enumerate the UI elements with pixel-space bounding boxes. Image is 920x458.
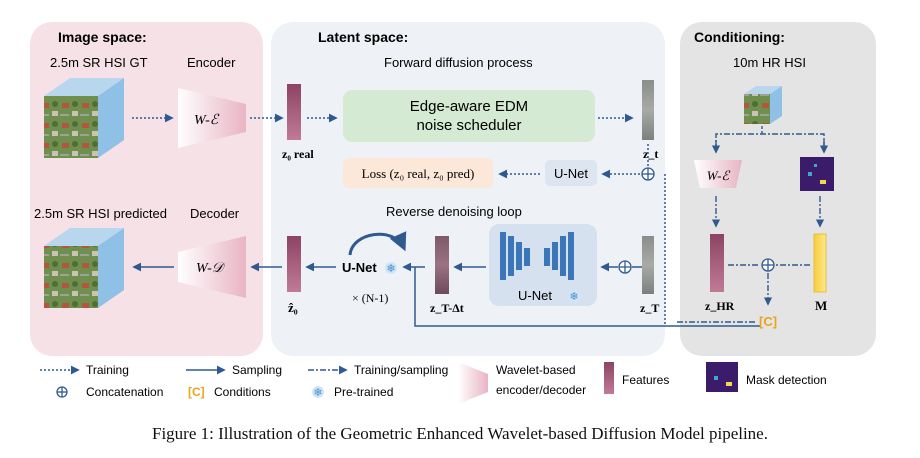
legend-training-sampling: Training/sampling xyxy=(354,363,448,377)
forward-label: Forward diffusion process xyxy=(384,55,533,70)
zhr-feature xyxy=(710,234,724,292)
loss-box xyxy=(343,158,493,188)
latent-space-title: Latent space: xyxy=(318,29,408,45)
legend-features-icon xyxy=(604,362,614,394)
times-label: × (N-1) xyxy=(352,291,388,305)
unet-big-icon xyxy=(500,232,574,280)
legend-wavelet-line2: encoder/decoder xyxy=(496,383,586,397)
legend-training: Training xyxy=(86,363,129,377)
legend-wavelet-line1: Wavelet-based xyxy=(496,363,576,377)
sr-gt-label: 2.5m SR HSI GT xyxy=(50,55,148,70)
loss-label: Loss (z₀ real, z₀ pred) xyxy=(362,166,475,181)
unet-small-box xyxy=(545,160,597,186)
hr-hsi-label: 10m HR HSI xyxy=(733,55,806,70)
w-encoder-label: W-ℰ xyxy=(194,113,220,128)
z0hat-label: ẑ₀ xyxy=(288,300,298,315)
legend-pretrained: Pre-trained xyxy=(334,385,393,399)
ztdt-label: z_T-Δt xyxy=(430,301,464,315)
unet-big-label: U-Net xyxy=(518,288,552,303)
unet-small-label: U-Net xyxy=(554,166,588,181)
hr-hsi-cube xyxy=(744,86,782,124)
legend-sampling: Sampling xyxy=(232,363,282,377)
legend-mask-icon xyxy=(706,362,738,392)
decoder-label: Decoder xyxy=(190,206,240,221)
cond-line-to-loop xyxy=(414,267,760,327)
conditioning-panel xyxy=(680,22,876,356)
edm-line2: noise scheduler xyxy=(416,117,521,134)
legend-conditions-symbol: [C] xyxy=(188,385,205,399)
wavelet-encoder-shape xyxy=(178,88,246,148)
legend-pretrained-icon: ❄ xyxy=(312,386,324,399)
concat-symbol-bottom xyxy=(618,260,632,274)
unet-loop-label: U-Net xyxy=(342,260,377,275)
reverse-label: Reverse denoising loop xyxy=(386,204,522,219)
pred-hsi-cube xyxy=(44,228,124,308)
gt-hsi-cube xyxy=(44,78,124,158)
edm-scheduler-box xyxy=(343,90,595,142)
svg-text:❄: ❄ xyxy=(569,290,578,303)
w-decoder-label: W-𝒟 xyxy=(196,261,226,276)
latent-space-panel xyxy=(271,22,665,356)
m-label: M xyxy=(815,298,827,313)
svg-text:❄: ❄ xyxy=(386,262,395,275)
concat-symbol-cond xyxy=(761,258,775,272)
sr-pred-label: 2.5m SR HSI predicted xyxy=(34,206,167,221)
legend-conditions: Conditions xyxy=(214,385,271,399)
svg-text:❄: ❄ xyxy=(313,386,322,399)
edm-line1: Edge-aware EDM xyxy=(410,98,528,115)
zhr-label: z_HR xyxy=(705,299,735,313)
cond-c-label: [C] xyxy=(759,314,777,329)
encoder-label: Encoder xyxy=(187,55,236,70)
zT-label: z_T xyxy=(640,301,659,315)
snowflake-icon: ❄ xyxy=(385,262,397,275)
wavelet-decoder-shape xyxy=(178,236,246,298)
legend: Training Sampling Training/sampling Wave… xyxy=(40,362,827,404)
mask-detection-image xyxy=(800,157,834,191)
z0-real-feature xyxy=(287,84,301,140)
m-feature xyxy=(813,233,827,293)
legend-concat-icon xyxy=(56,386,68,398)
legend-wavelet-icon xyxy=(458,362,488,404)
ztdt-feature xyxy=(435,236,449,294)
z0-real-label: z₀ real xyxy=(282,147,314,161)
snowflake-icon-big: ❄ xyxy=(568,290,580,303)
legend-mask: Mask detection xyxy=(746,373,827,387)
concat-symbol-top xyxy=(641,167,655,181)
w-enc-cond-label: W-ℰ xyxy=(707,168,731,183)
w-encoder-cond-shape xyxy=(694,160,742,188)
zt-feature xyxy=(642,80,654,140)
image-space-title: Image space: xyxy=(58,29,147,45)
zt-label: z_t xyxy=(643,147,658,161)
z0hat-feature xyxy=(287,236,301,292)
legend-features: Features xyxy=(622,373,669,387)
conditioning-title: Conditioning: xyxy=(694,29,785,45)
figure-caption: Figure 1: Illustration of the Geometric … xyxy=(152,424,768,443)
legend-concatenation: Concatenation xyxy=(86,385,163,399)
zT-feature xyxy=(642,236,654,294)
loop-arrow xyxy=(348,231,407,256)
